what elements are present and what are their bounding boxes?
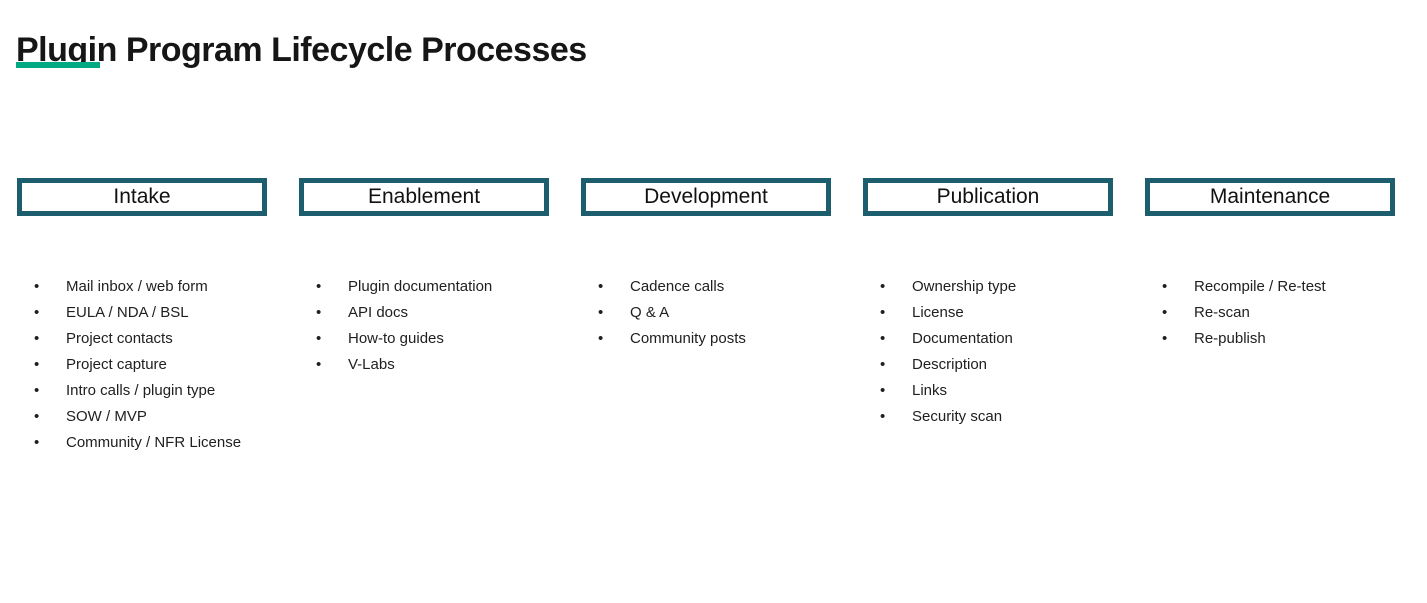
stage-item-list: Plugin documentationAPI docsHow-to guide… [299,274,549,378]
list-item: Community posts [581,326,831,352]
stage-header-box: Intake [17,178,267,216]
list-item: API docs [299,300,549,326]
list-item: Security scan [863,404,1113,430]
lifecycle-columns: Intake Mail inbox / web formEULA / NDA /… [17,178,1395,456]
list-item: Mail inbox / web form [17,274,267,300]
list-item: EULA / NDA / BSL [17,300,267,326]
list-item: Project capture [17,352,267,378]
list-item: Project contacts [17,326,267,352]
lifecycle-column-enablement: Enablement Plugin documentationAPI docsH… [299,178,549,456]
stage-header-label: Development [644,185,768,208]
page-title: Plugin Program Lifecycle Processes [16,30,587,69]
lifecycle-column-development: Development Cadence callsQ & ACommunity … [581,178,831,456]
list-item: Re-publish [1145,326,1395,352]
list-item: How-to guides [299,326,549,352]
list-item: Links [863,378,1113,404]
list-item: Recompile / Re-test [1145,274,1395,300]
stage-item-list: Ownership typeLicenseDocumentationDescri… [863,274,1113,430]
list-item: License [863,300,1113,326]
stage-header-label: Enablement [367,185,481,208]
lifecycle-column-publication: Publication Ownership typeLicenseDocumen… [863,178,1113,456]
list-item: Q & A [581,300,831,326]
list-item: Re-scan [1145,300,1395,326]
stage-header-label: Publication [936,185,1040,208]
list-item: Description [863,352,1113,378]
stage-header-label: Maintenance [1209,185,1331,208]
list-item: SOW / MVP [17,404,267,430]
list-item: Community / NFR License [17,430,267,456]
stage-item-list: Cadence callsQ & ACommunity posts [581,274,831,352]
stage-header-box: Maintenance [1145,178,1395,216]
stage-header-label: Intake [113,185,171,208]
title-accent-rule [16,62,100,68]
stage-header-box: Enablement [299,178,549,216]
list-item: V-Labs [299,352,549,378]
lifecycle-column-intake: Intake Mail inbox / web formEULA / NDA /… [17,178,267,456]
stage-header-box: Development [581,178,831,216]
lifecycle-column-maintenance: Maintenance Recompile / Re-testRe-scanRe… [1145,178,1395,456]
stage-item-list: Recompile / Re-testRe-scanRe-publish [1145,274,1395,352]
stage-header-box: Publication [863,178,1113,216]
list-item: Documentation [863,326,1113,352]
list-item: Intro calls / plugin type [17,378,267,404]
stage-item-list: Mail inbox / web formEULA / NDA / BSLPro… [17,274,267,456]
list-item: Cadence calls [581,274,831,300]
list-item: Plugin documentation [299,274,549,300]
list-item: Ownership type [863,274,1113,300]
